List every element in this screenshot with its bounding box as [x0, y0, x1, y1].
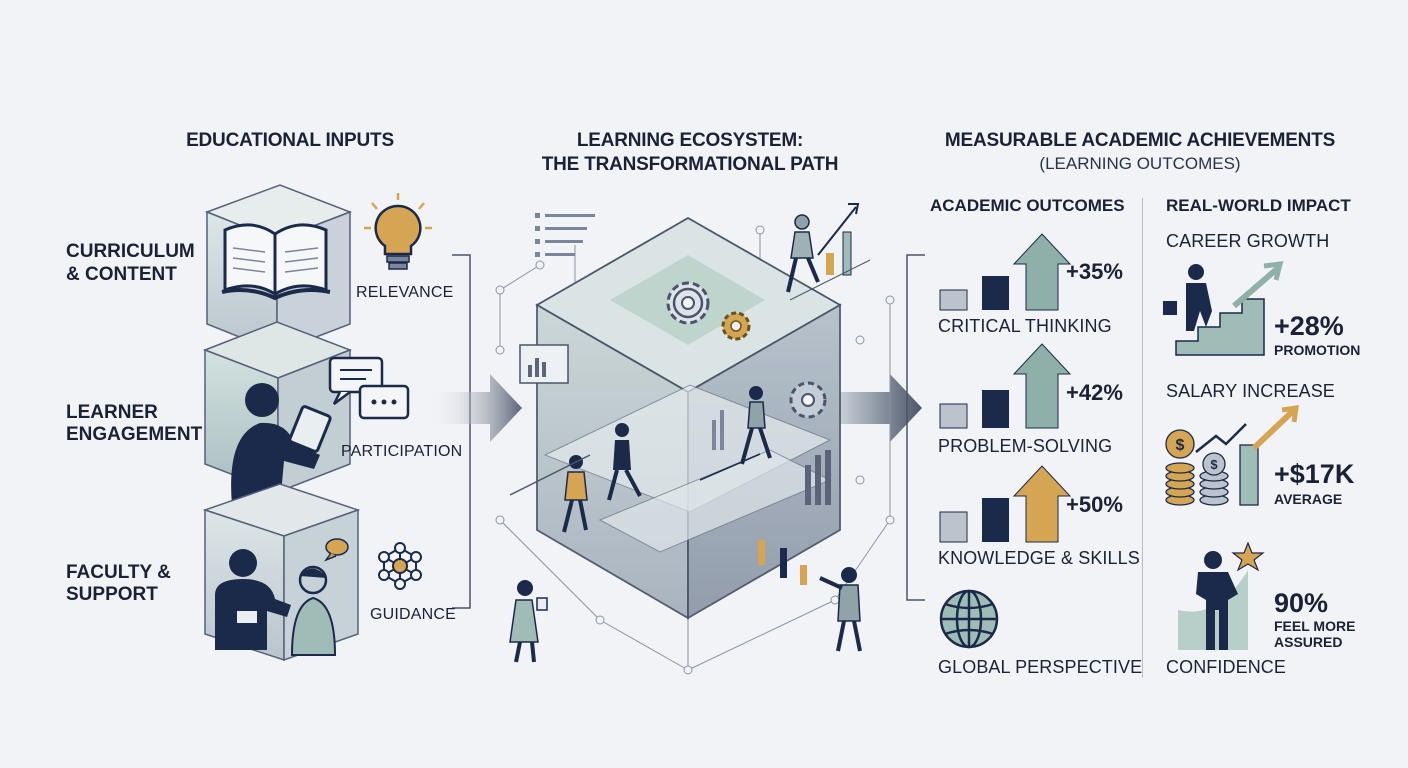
career-growth-icon	[1163, 261, 1284, 356]
ecosystem-illustration	[430, 203, 922, 675]
ecosystem-cube	[535, 216, 842, 620]
bar-group-critical-thinking	[939, 233, 1072, 311]
gear-icon	[789, 381, 827, 419]
lightbulb-icon	[364, 193, 432, 270]
global-perspective-label: GLOBAL PERSPECTIVE	[938, 657, 1143, 677]
student-icon	[290, 565, 337, 656]
network-icon	[378, 542, 422, 590]
ecosystem-title-line2: THE TRANSFORMATIONAL PATH	[541, 154, 839, 175]
outcomes-subtitle: (LEARNING OUTCOMES)	[1039, 154, 1241, 173]
inputs-illustration	[202, 184, 471, 662]
walking-person-icon	[786, 214, 820, 293]
career-growth-caption: PROMOTION	[1274, 342, 1361, 358]
learner-with-tablet-icon	[231, 383, 332, 505]
academic-outcomes-graphics	[906, 233, 1072, 649]
faculty-box	[202, 483, 361, 662]
confidence-icon	[1178, 541, 1265, 650]
output-arrow	[840, 374, 922, 442]
gear-icon	[666, 281, 710, 325]
svg-text:$: $	[1210, 457, 1218, 472]
confidence-caption-line1: FEEL MORE	[1274, 618, 1356, 634]
input-tag-participation: PARTICIPATION	[341, 443, 463, 460]
ecosystem-title-line1: LEARNING ECOSYSTEM:	[576, 130, 804, 151]
career-growth-title: CAREER GROWTH	[1166, 231, 1330, 251]
salary-increase-value: +$17K	[1274, 459, 1355, 489]
speech-bubble-icon	[323, 538, 349, 562]
chat-bubbles-icon	[328, 356, 410, 420]
list-icon	[535, 213, 595, 257]
input-label-faculty-2: SUPPORT	[66, 584, 158, 605]
inputs-title: EDUCATIONAL INPUTS	[186, 130, 394, 151]
critical-thinking-label: CRITICAL THINKING	[938, 316, 1112, 336]
confidence-value: 90%	[1274, 588, 1329, 618]
input-tag-guidance: GUIDANCE	[370, 606, 457, 623]
knowledge-skills-label: KNOWLEDGE & SKILLS	[938, 548, 1140, 568]
bar-group-knowledge-skills	[939, 465, 1072, 543]
engagement-box	[202, 321, 353, 505]
problem-solving-label: PROBLEM-SOLVING	[938, 436, 1113, 456]
real-world-impact-heading: REAL-WORLD IMPACT	[1166, 196, 1351, 215]
input-arrow	[430, 374, 522, 442]
open-book-icon	[221, 223, 331, 301]
gear-icon	[721, 311, 751, 341]
salary-increase-caption: AVERAGE	[1274, 491, 1343, 507]
curriculum-box	[204, 184, 353, 354]
walking-person-icon	[607, 423, 642, 501]
pointing-person-icon	[819, 567, 862, 652]
problem-solving-value: +42%	[1066, 380, 1123, 405]
confidence-caption-line2: ASSURED	[1274, 634, 1343, 650]
svg-text:$: $	[1176, 437, 1185, 454]
walking-person-icon	[562, 455, 588, 533]
real-world-impact-graphics: $ $	[1163, 261, 1299, 650]
walking-person-icon	[740, 386, 772, 465]
bar-group-problem-solving	[939, 343, 1072, 429]
input-label-curriculum-1: CURRICULUM	[66, 241, 195, 262]
knowledge-skills-value: +50%	[1066, 492, 1123, 517]
input-label-engagement-2: ENGAGEMENT	[66, 424, 203, 445]
globe-icon	[939, 589, 999, 649]
confidence-title: CONFIDENCE	[1166, 657, 1287, 677]
critical-thinking-value: +35%	[1066, 259, 1123, 284]
teacher-icon	[215, 549, 291, 650]
career-growth-value: +28%	[1274, 311, 1344, 341]
salary-increase-title: SALARY INCREASE	[1166, 381, 1335, 401]
input-tag-relevance: RELEVANCE	[356, 284, 454, 301]
chart-panel-icon	[519, 344, 569, 384]
academic-outcomes-heading: ACADEMIC OUTCOMES	[930, 196, 1125, 215]
growth-chart-icon	[817, 203, 860, 276]
input-label-curriculum-2: & CONTENT	[66, 264, 177, 285]
input-label-faculty-1: FACULTY &	[66, 562, 171, 583]
outcomes-title: MEASURABLE ACADEMIC ACHIEVEMENTS	[944, 130, 1336, 151]
reading-person-icon	[509, 580, 548, 663]
salary-growth-icon: $ $	[1165, 405, 1299, 506]
column-divider	[1142, 198, 1143, 678]
input-label-engagement-1: LEARNER	[66, 402, 158, 423]
